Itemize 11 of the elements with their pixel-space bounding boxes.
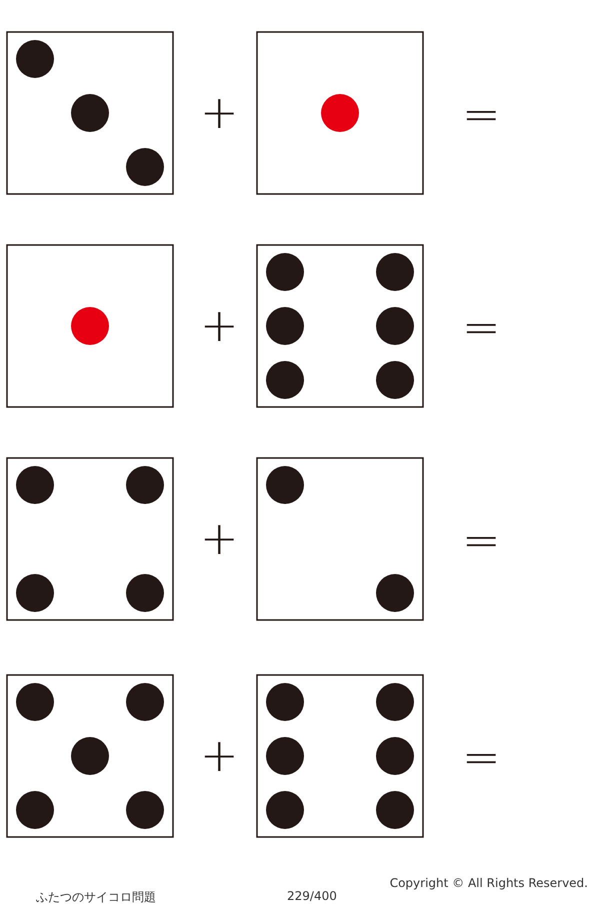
plus-sign: + [200,732,239,778]
copyright-notice: Copyright © All Rights Reserved. [390,876,588,890]
equals-sign: = [462,91,501,137]
plus-sign: + [200,515,239,561]
equals-sign: = [462,517,501,563]
equals-sign: = [462,304,501,350]
worksheet-title: ふたつのサイコロ問題 [36,889,156,906]
plus-sign: + [200,89,239,135]
page-number: 229/400 [287,889,337,903]
equals-sign: = [462,734,501,780]
plus-sign: + [200,302,239,348]
